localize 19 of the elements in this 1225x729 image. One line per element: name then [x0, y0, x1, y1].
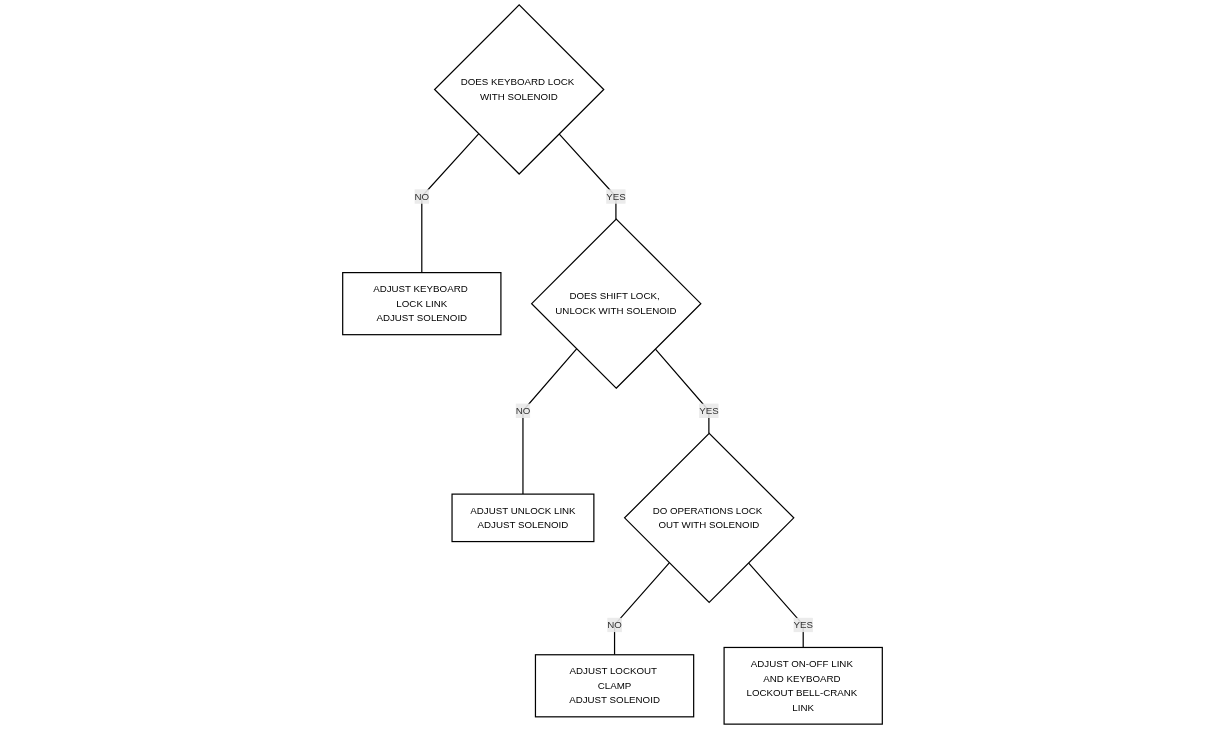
connector: [654, 348, 710, 434]
node-diamond: DOES KEYBOARD LOCK WITH SOLENOID: [433, 4, 605, 175]
node-box: ADJUST UNLOCK LINK ADJUST SOLENOID: [451, 493, 595, 543]
edge-label: YES: [793, 619, 813, 630]
connector: [747, 562, 804, 649]
node-diamond: DOES SHIFT LOCK, UNLOCK WITH SOLENOID: [530, 218, 702, 390]
edge-label: YES: [699, 405, 719, 416]
connector: [522, 348, 578, 495]
edge-label: YES: [606, 191, 626, 202]
edge-label: NO: [607, 619, 622, 630]
node-box: ADJUST KEYBOARD LOCK LINK ADJUST SOLENOID: [342, 272, 502, 336]
node-diamond: DO OPERATIONS LOCK OUT WITH SOLENOID: [623, 432, 795, 604]
edge-label: NO: [414, 191, 430, 202]
connector: [421, 133, 480, 274]
connector: [613, 562, 670, 656]
edge-label: NO: [515, 405, 531, 416]
node-box: ADJUST LOCKOUT CLAMP ADJUST SOLENOID: [534, 654, 695, 718]
connector: [558, 133, 617, 220]
node-box: ADJUST ON-OFF LINK AND KEYBOARD LOCKOUT BELL-CRANK LINK: [723, 646, 883, 725]
